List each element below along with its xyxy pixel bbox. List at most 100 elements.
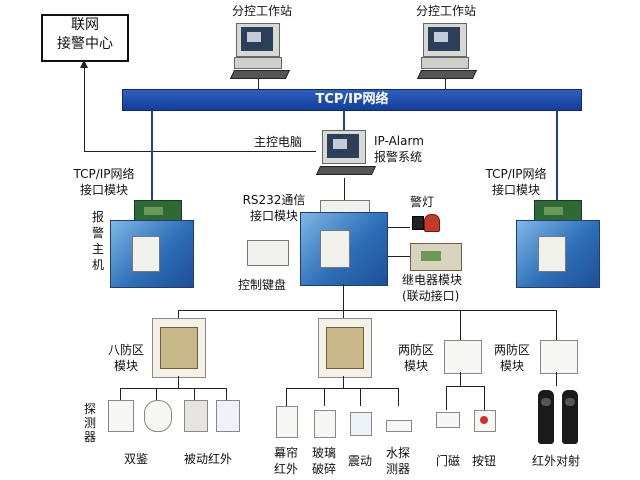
glass-line2: 破碎: [311, 462, 336, 476]
button-label: 按钮: [472, 454, 497, 468]
ir-beam-transmitter: [538, 390, 554, 444]
bus-drop-right: [556, 110, 558, 202]
workstation-right-link: [445, 78, 446, 90]
left-drop-2: [156, 388, 157, 400]
alarm-host-left-unit: [132, 236, 160, 272]
tree-drop-two-a: [460, 310, 461, 340]
left-dist-trunk: [178, 376, 179, 388]
eight-zone-module-left: [152, 318, 206, 378]
main-pc-keyboard: [315, 166, 377, 175]
water-line2: 测器: [385, 462, 410, 476]
mid-dist-bar: [286, 388, 398, 389]
two-zone-b-line2: 模块: [500, 359, 525, 373]
pir-detector-2: [216, 400, 240, 432]
tcp-module-right-line1: TCP/IP网络: [485, 167, 547, 181]
dual-tech-detector-2: [144, 400, 172, 432]
door-contact-label: 门磁: [436, 454, 461, 468]
host-label-0: 报: [92, 210, 105, 224]
alarm-host-right-unit: [538, 236, 566, 272]
vibration-detector: [350, 412, 372, 436]
eight-zone-line2: 模块: [114, 359, 139, 373]
workstation-left-base: [234, 57, 282, 69]
pir-label: 被动红外: [184, 452, 233, 466]
detector-label-0: 探: [84, 402, 97, 416]
control-keyboard-device: [247, 240, 289, 266]
workstation-right-monitor: [423, 23, 467, 57]
center-label-line1: 联网: [71, 17, 99, 33]
left-drop-3: [194, 388, 195, 400]
relay-line2: (联动接口): [402, 289, 460, 303]
twoA-dist-trunk: [460, 372, 461, 386]
mid-drop-2: [324, 388, 325, 406]
twoB-dist-trunk: [556, 372, 557, 386]
workstation-right-label: 分控工作站: [415, 4, 476, 18]
workstation-left-link: [258, 78, 259, 90]
detector-label-1: 测: [84, 416, 97, 430]
main-pc-label: 主控电脑: [254, 135, 303, 149]
glass-break-detector: [314, 410, 336, 438]
bus-label: TCP/IP网络: [315, 92, 389, 107]
tcp-ip-network-bus: TCP/IP网络: [122, 89, 582, 111]
host-label-1: 警: [92, 226, 105, 240]
relay-link: [388, 256, 410, 257]
twoA-dist-bar: [446, 386, 484, 387]
main-pc-monitor: [322, 130, 366, 164]
door-contact-detector: [436, 412, 460, 428]
twoA-drop-2: [484, 386, 485, 410]
relay-module-board: [410, 243, 462, 271]
rs232-line1: RS232通信: [242, 193, 306, 207]
curtain-ir-detector: [276, 406, 298, 438]
twoA-drop-1: [446, 386, 447, 410]
tree-drop-eight: [178, 310, 179, 318]
warning-light-link: [388, 227, 410, 228]
relay-line1: 继电器模块: [402, 273, 463, 287]
workstation-right-keyboard: [416, 70, 478, 79]
detector-label-2: 器: [84, 430, 97, 444]
tcp-module-left-line1: TCP/IP网络: [73, 167, 135, 181]
workstation-left-monitor: [236, 23, 280, 57]
main-pc-to-host-link: [344, 178, 345, 202]
center-label-line2: 接警中心: [57, 36, 113, 52]
tcp-module-left-line2: 接口模块: [79, 183, 128, 197]
tree-horizontal: [178, 310, 556, 311]
panic-button-red: [480, 416, 488, 424]
vibration-label: 震动: [347, 454, 372, 468]
two-zone-a-device: [444, 340, 482, 374]
dual-tech-detector-1: [108, 400, 134, 432]
eight-zone-line1: 八防区: [108, 343, 145, 357]
tree-drop-two-b: [556, 310, 557, 340]
two-zone-a-line2: 模块: [404, 359, 429, 373]
workstation-right-base: [421, 57, 469, 69]
bus-drop-left: [151, 110, 153, 202]
two-zone-b-device: [540, 340, 578, 374]
alarm-receiving-center: 联网 接警中心: [41, 14, 129, 62]
left-dist-bar: [120, 388, 226, 389]
workstation-left-label: 分控工作站: [231, 4, 292, 18]
curtain-line2: 红外: [273, 462, 298, 476]
warning-light-label: 警灯: [410, 195, 435, 209]
center-link-vertical: [84, 68, 85, 152]
mid-drop-4: [398, 388, 399, 406]
water-line1: 水探: [385, 446, 410, 460]
control-keyboard-label: 控制键盘: [238, 278, 287, 292]
workstation-left-keyboard: [229, 70, 291, 79]
beam-label: 红外对射: [532, 454, 581, 468]
alarm-host-center-unit: [320, 230, 350, 268]
center-link-arrow: [80, 60, 88, 68]
ir-beam-receiver: [562, 390, 578, 444]
mid-drop-1: [286, 388, 287, 406]
tree-drop-mid: [343, 310, 344, 318]
left-drop-4: [226, 388, 227, 400]
tcp-module-right-line2: 接口模块: [491, 183, 540, 197]
siren-device: [412, 216, 424, 230]
eight-zone-module-center: [318, 318, 372, 378]
tree-trunk: [343, 284, 344, 310]
two-zone-b-line1: 两防区: [494, 343, 531, 357]
rs232-line2: 接口模块: [249, 209, 298, 223]
host-label-2: 主: [92, 242, 105, 256]
glass-line1: 玻璃: [311, 446, 336, 460]
ip-alarm-line2: 报警系统: [374, 150, 423, 164]
warning-light-device: [424, 214, 440, 232]
curtain-line1: 幕帘: [273, 446, 298, 460]
ip-alarm-line1: IP-Alarm: [374, 134, 424, 148]
